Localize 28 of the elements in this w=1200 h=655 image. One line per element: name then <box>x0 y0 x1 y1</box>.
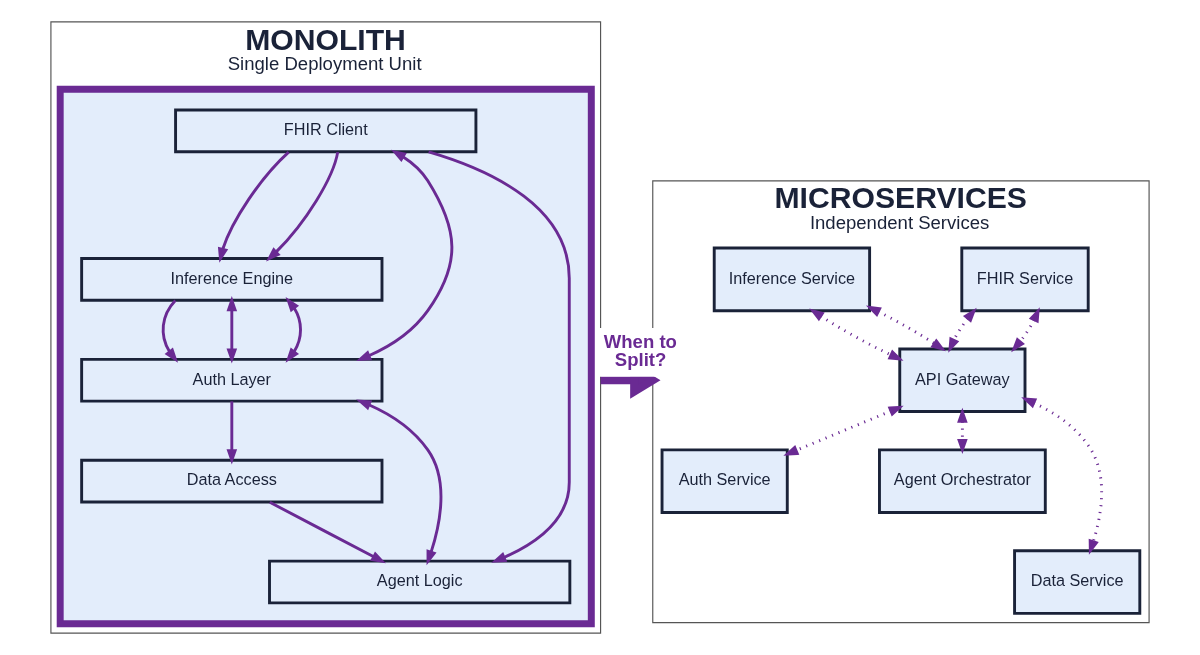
arrow <box>217 151 290 263</box>
arrow <box>226 401 238 465</box>
arrow <box>269 500 386 564</box>
arrow <box>356 149 454 361</box>
arrow <box>948 307 977 353</box>
arrow <box>226 296 238 364</box>
arrow <box>809 308 904 361</box>
node-box: Inference Service <box>712 246 872 313</box>
node-box: Auth Layer <box>80 357 384 403</box>
node-box: Auth Service <box>660 448 789 514</box>
arrow <box>783 405 904 456</box>
node-box: API Gateway <box>898 347 1027 413</box>
node-box: Data Access <box>80 458 384 504</box>
arrow <box>285 297 302 363</box>
arrow <box>356 399 443 566</box>
arrow <box>161 299 179 363</box>
node-box: FHIR Client <box>174 108 478 154</box>
node-box: FHIR Service <box>960 246 1090 313</box>
arrow <box>1021 397 1104 555</box>
node-box: Inference Engine <box>80 257 384 302</box>
arrow <box>266 151 340 262</box>
arrow <box>957 407 968 455</box>
node-box: Data Service <box>1013 549 1142 615</box>
arrow <box>428 150 571 563</box>
arrow <box>865 305 946 352</box>
node-box: Agent Orchestrator <box>878 448 1047 514</box>
node-box: Agent Logic <box>268 559 572 605</box>
arrow <box>1011 307 1040 353</box>
